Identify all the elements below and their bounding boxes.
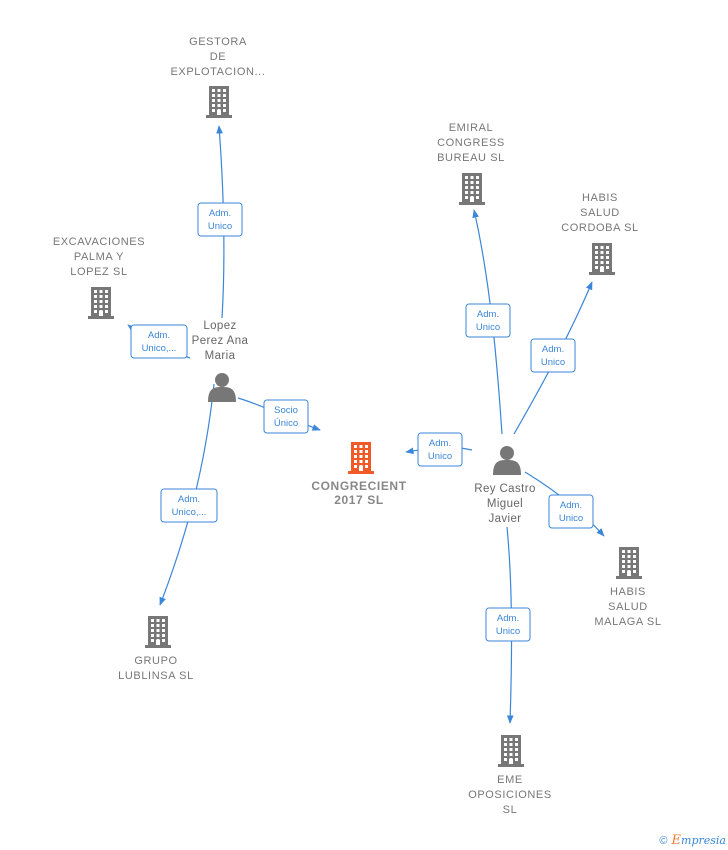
person-name: Maria [205, 350, 236, 362]
brand-initial: E [671, 833, 682, 848]
company-name: SL [503, 804, 518, 816]
company-name: EME [497, 774, 523, 786]
role-text: Socio [274, 405, 298, 416]
company-name: LOPEZ SL [70, 266, 127, 278]
person-icon[interactable] [208, 373, 236, 402]
person-name: Lopez [203, 320, 236, 332]
center-company-building-icon[interactable] [348, 442, 374, 474]
company-building-icon[interactable] [206, 86, 232, 118]
company-name: EXCAVACIONES [53, 236, 145, 248]
company-building-icon[interactable] [145, 616, 171, 648]
company-name: GRUPO [134, 655, 177, 667]
role-text: Unico [559, 513, 583, 524]
company-building-icon[interactable] [88, 287, 114, 319]
role-text: Adm. [429, 438, 451, 449]
company-name: HABIS [610, 586, 646, 598]
role-text: Adm. [178, 494, 200, 505]
roles-layer: Adm.UnicoAdm.Unico,...SocioÚnicoAdm.Unic… [130, 202, 594, 642]
role-text: Unico,... [172, 507, 207, 518]
copyright-symbol: © [659, 835, 668, 847]
role-text: Adm. [148, 330, 170, 341]
company-name: EMIRAL [449, 122, 494, 134]
company-name: EXPLOTACION... [171, 66, 266, 78]
company-building-icon[interactable] [616, 547, 642, 579]
company-name: SALUD [608, 601, 648, 613]
empresia-watermark[interactable]: ©Empresia [659, 833, 726, 848]
company-name: HABIS [582, 192, 618, 204]
role-text: Adm. [542, 344, 564, 355]
company-name: GESTORA [189, 36, 247, 48]
role-text: Unico [428, 451, 452, 462]
role-text: Adm. [477, 309, 499, 320]
company-name: SALUD [580, 207, 620, 219]
role-text: Unico [496, 626, 520, 637]
role-badge[interactable]: Adm. Unico,... [130, 324, 188, 359]
company-name: OPOSICIONES [468, 789, 552, 801]
role-badge[interactable]: Adm. Unico,... [160, 488, 218, 523]
role-text: Adm. [560, 500, 582, 511]
role-badge[interactable]: Adm. Unico [417, 432, 463, 467]
role-text: Unico [476, 322, 500, 333]
role-text: Adm. [497, 613, 519, 624]
center-company-name: 2017 SL [334, 493, 384, 507]
role-badge[interactable]: Adm. Unico [465, 303, 511, 338]
role-text: Adm. [209, 208, 231, 219]
person-name: Javier [488, 513, 521, 525]
role-text: Unico [208, 221, 232, 232]
role-text: Único [274, 418, 298, 429]
person-name: Rey Castro [474, 483, 536, 495]
company-name: CONGRESS [437, 137, 505, 149]
company-name: BUREAU SL [437, 152, 505, 164]
company-building-icon[interactable] [589, 243, 615, 275]
role-text: Unico [541, 357, 565, 368]
person-icon[interactable] [493, 446, 521, 475]
center-company-name: CONGRECIENT [311, 479, 406, 493]
company-name: CORDOBA SL [561, 222, 639, 234]
role-badge[interactable]: Adm. Unico [548, 494, 594, 529]
role-text: Unico,... [142, 343, 177, 354]
company-name: PALMA Y [74, 251, 124, 263]
brand-name: mpresia [681, 834, 726, 847]
company-building-icon[interactable] [498, 735, 524, 767]
role-badge[interactable]: Adm. Unico [530, 338, 576, 373]
role-badge[interactable]: Adm. Unico [485, 607, 531, 642]
company-name: LUBLINSA SL [118, 670, 194, 682]
person-name: Perez Ana [192, 335, 249, 347]
role-badge[interactable]: Adm. Unico [197, 202, 243, 237]
person-name: Miguel [487, 498, 523, 510]
company-name: DE [210, 51, 226, 63]
company-building-icon[interactable] [459, 173, 485, 205]
company-name: MALAGA SL [594, 616, 661, 628]
